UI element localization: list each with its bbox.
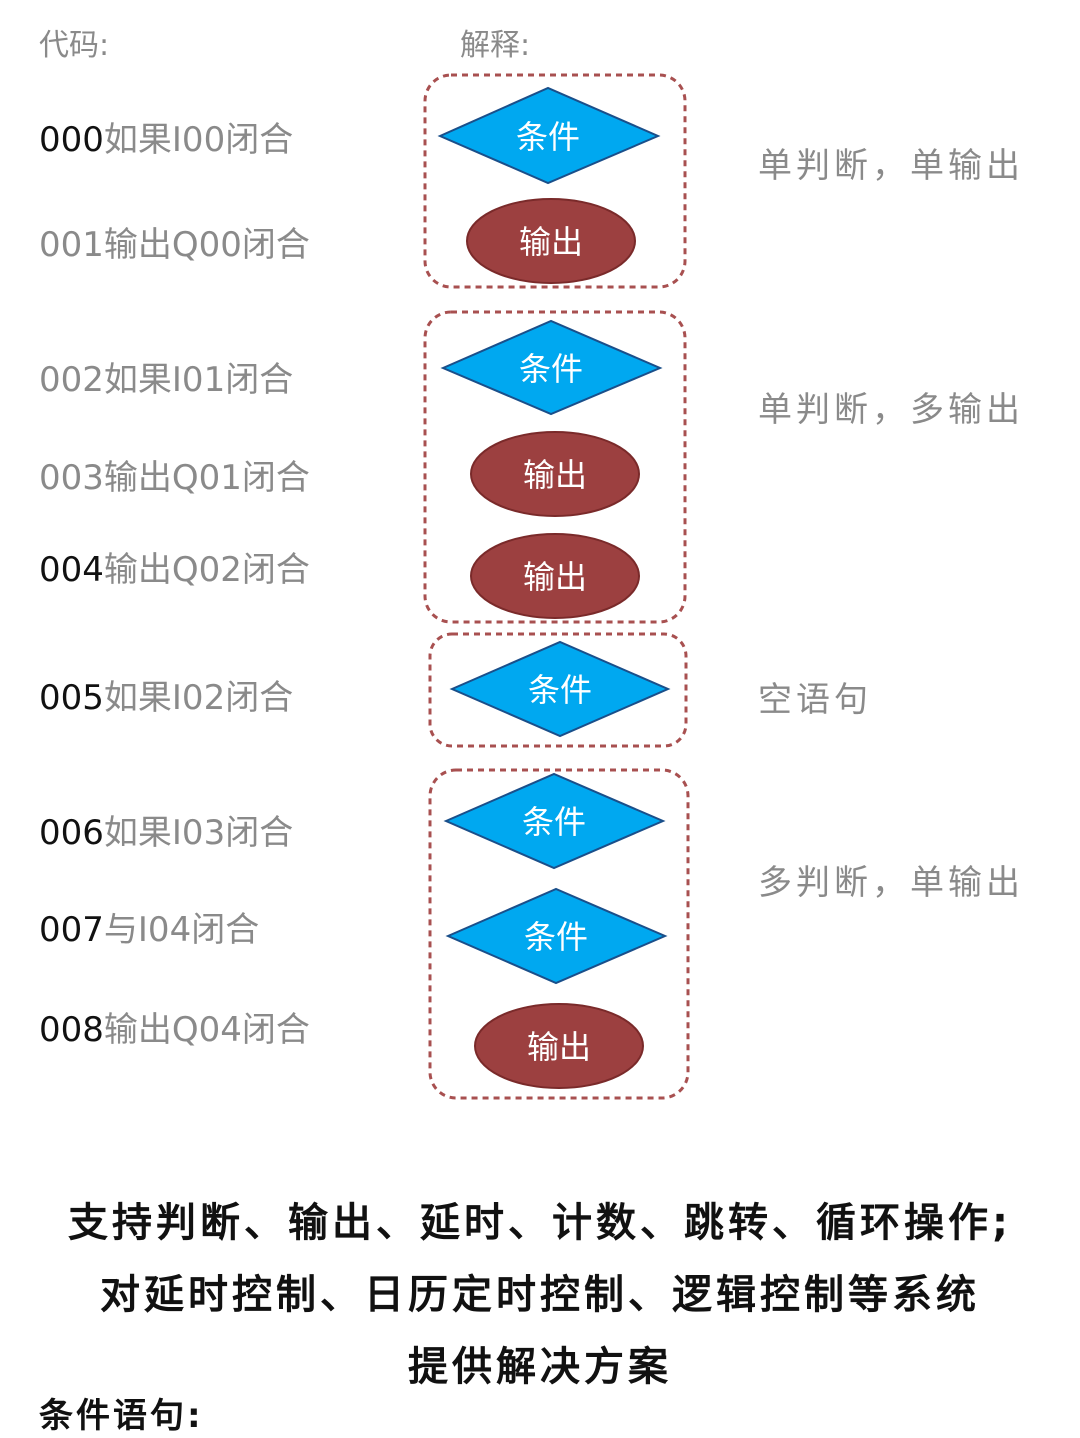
line-number: 003 <box>39 458 104 498</box>
line-text: 输出Q00闭合 <box>103 225 310 265</box>
line-number: 008 <box>39 1010 104 1050</box>
code-line: 006如果I03闭合 <box>39 805 293 854</box>
condition-label: 条件 <box>519 350 583 388</box>
line-text: 如果I00闭合 <box>103 120 294 160</box>
condition-diamond <box>445 887 668 985</box>
dashed-group-box <box>428 768 690 1100</box>
summary-line: 对延时控制、日历定时控制、逻辑控制等系统 <box>100 1272 980 1318</box>
output-ellipse <box>474 1003 644 1089</box>
output-label: 输出 <box>519 223 583 261</box>
dashed-group-box <box>428 632 688 748</box>
explanation-text: 单判断，多输出 <box>758 390 1024 430</box>
condition-diamond <box>437 86 661 185</box>
code-line: 002如果I01闭合 <box>39 352 293 401</box>
explanation-text: 多判断，单输出 <box>758 863 1024 903</box>
line-text: 输出Q04闭合 <box>103 1010 310 1050</box>
line-number: 004 <box>39 550 104 590</box>
line-number: 000 <box>39 120 104 160</box>
code-line: 004输出Q02闭合 <box>39 542 310 591</box>
flow-diagram: 条件 输出 条件 输出 输出 条件 条件 条件 输出 <box>423 73 690 1100</box>
explain-header: 解释: <box>460 28 531 63</box>
output-label: 输出 <box>527 1028 591 1066</box>
output-ellipse <box>466 198 636 284</box>
summary-line: 支持判断、输出、延时、计数、跳转、循环操作; <box>68 1200 1012 1246</box>
explanation-text: 空语句 <box>758 680 872 720</box>
dashed-group-box <box>423 310 687 624</box>
line-text: 如果I02闭合 <box>103 678 294 718</box>
code-line: 007与I04闭合 <box>39 902 259 951</box>
line-text: 输出Q02闭合 <box>103 550 310 590</box>
line-text: 与I04闭合 <box>103 910 260 950</box>
line-number: 002 <box>39 360 104 400</box>
dashed-group-box <box>423 73 687 289</box>
explanation-text: 单判断，单输出 <box>758 146 1024 186</box>
code-line: 008输出Q04闭合 <box>39 1002 310 1051</box>
condition-diamond <box>449 640 671 738</box>
line-number: 001 <box>39 225 104 265</box>
code-line: 000如果I00闭合 <box>39 112 293 161</box>
condition-diamond <box>443 772 666 870</box>
condition-label: 条件 <box>524 918 588 956</box>
line-number: 006 <box>39 813 104 853</box>
condition-label: 条件 <box>516 118 580 156</box>
line-number: 005 <box>39 678 104 718</box>
output-label: 输出 <box>523 558 587 596</box>
line-text: 如果I03闭合 <box>103 813 294 853</box>
output-ellipse <box>470 533 640 619</box>
output-ellipse <box>470 431 640 517</box>
code-header: 代码: <box>39 28 110 63</box>
code-line: 003输出Q01闭合 <box>39 450 310 499</box>
condition-label: 条件 <box>522 803 586 841</box>
summary-line: 提供解决方案 <box>408 1344 672 1390</box>
line-text: 输出Q01闭合 <box>103 458 310 498</box>
condition-label: 条件 <box>528 671 592 709</box>
footer-heading: 条件语句: <box>39 1396 204 1436</box>
condition-diamond <box>440 319 663 416</box>
line-text: 如果I01闭合 <box>103 360 294 400</box>
line-number: 007 <box>39 910 104 950</box>
code-line: 001输出Q00闭合 <box>39 217 310 266</box>
output-label: 输出 <box>523 456 587 494</box>
code-line: 005如果I02闭合 <box>39 670 293 719</box>
